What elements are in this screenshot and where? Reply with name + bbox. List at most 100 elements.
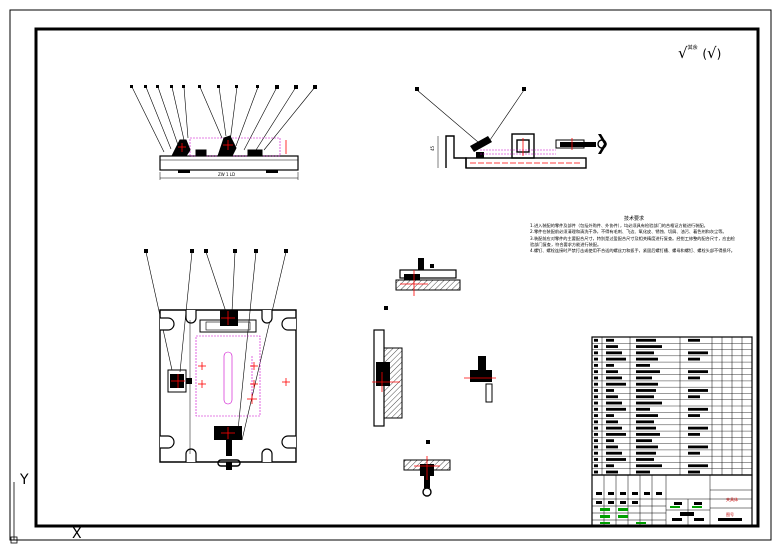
bom-cell-text [606,382,626,386]
bom-cell-text [636,426,656,430]
title-block-number: 图号 [726,512,734,517]
bom-cell-text [594,351,598,355]
bom-cell-text [636,464,662,468]
roughness-bracket-close: ) [716,47,722,61]
bom-cell-text [636,407,650,411]
bom-cell-text [688,376,700,380]
roughness-check-icon: √ [678,44,688,62]
bom-cell-text [606,439,614,443]
bom-cell-text [606,407,626,411]
bom-cell-text [636,363,650,367]
bom-cell-text [606,395,618,399]
tech-req-item: 2.零件在装配前必须清理和清洗干净，不得有毛刺、飞边、氧化皮、锈蚀、切屑、油污、… [530,229,727,235]
bom-cell-text [636,439,652,443]
bom-cell-text [688,451,700,455]
tech-req-item: 1.进入装配的零件及部件（包括外购件、外协件），均必须具有检验部门的合格证方能进… [530,223,708,229]
title-block-name: 夹具体 [726,497,738,502]
bom-cell-text [594,370,598,374]
bom-cell-text [688,414,700,417]
bom-cell-text [606,389,614,392]
bom-cell-text [594,432,598,436]
bom-cell-text [594,401,598,405]
ucs-x-label: X [72,526,82,542]
section-details [372,258,496,497]
bom-cell-text [594,445,598,449]
bom-cell-text [606,464,614,468]
bom-cell-text [594,407,598,411]
bom-cell-text [688,389,708,392]
bom-cell-text [606,376,622,380]
bom-cell-text [594,426,598,430]
bom-cell-text [636,470,650,474]
inner-frame [34,27,760,528]
roughness-note: 其余 [687,45,698,51]
bom-cell-text [594,458,598,461]
bom-cell-text [636,451,656,455]
ucs-icon [10,482,62,544]
bom-cell-text [594,470,598,474]
bom-cell-text [594,389,598,392]
bom-cell-text [636,376,652,380]
tech-req-title: 技术要求 [623,216,644,222]
bom-cell-text [636,395,654,399]
top-view [144,249,297,470]
bom-cell-text [636,345,662,348]
bom-cell-text [606,351,622,355]
bom-cell-text [636,351,654,355]
bom-cell-text [636,420,654,424]
bom-cell-text [606,414,614,417]
side-view [415,87,607,169]
bom-cell-text [606,445,618,449]
bom-cell-text [594,338,598,342]
front-view [130,85,317,180]
outer-border [9,9,772,541]
bom-cell-text [688,445,708,449]
bom-cell-text [636,389,656,392]
bom-cell-text [688,432,700,436]
bom-cell-text [594,376,598,380]
tech-req-item: 4.螺钉、螺栓连接时严禁打击或使用不合适的螺丝刀和扳手，紧固后螺钉槽、螺母和螺钉… [530,248,735,254]
bom-cell-text [688,351,708,355]
tech-req-item: 3.装配前应对零件的主要配合尺寸，特别是过盈配合尺寸及相关精度进行复查。经钳工修… [530,235,735,247]
ucs-y-label: Y [20,472,29,488]
bom-cell-text [606,426,622,430]
roughness-bracket-check: √ [707,44,717,62]
bom-cell-text [688,357,700,361]
bom-cell-text [594,357,598,361]
bom-cell-text [606,357,626,361]
front-total-dimension: ZW 1 LD [218,172,236,177]
bom-cell-text [636,401,662,405]
bom-cell-text [606,420,618,424]
roughness-symbol: √其余 (√) [678,44,721,62]
side-height-dimension: 45 [430,145,436,152]
bom-cell-text [606,432,626,436]
parts-list [591,336,753,476]
bom-cell-text [606,401,622,405]
technical-requirements: 技术要求 1.进入装配的零件及部件（包括外购件、外协件），均必须具有检验部门的合… [530,216,738,254]
bom-cell-text [594,451,598,455]
bom-cell-text [636,357,658,361]
bom-cell-text [688,470,700,474]
bom-cell-text [594,382,598,386]
bom-cell-text [606,458,626,461]
bom-cell-text [688,338,700,342]
bom-cell-text [594,345,598,348]
bom-cell-text [606,451,622,455]
bom-cell-text [636,432,660,436]
roughness-bracket-open: ( [702,47,708,61]
bom-cell-text [688,407,708,411]
bom-cell-text [636,414,658,417]
bom-cell-text [636,370,660,374]
bom-cell-text [594,395,598,399]
bom-cell-text [594,363,598,367]
bom-cell-text [606,363,614,367]
bom-cell-text [688,464,708,468]
bom-cell-text [688,426,708,430]
bom-cell-text [688,370,708,374]
bom-cell-text [594,464,598,468]
bom-cell-text [606,370,618,374]
bom-cell-text [636,458,654,461]
bom-cell-text [606,345,618,348]
bom-cell-text [636,338,656,342]
